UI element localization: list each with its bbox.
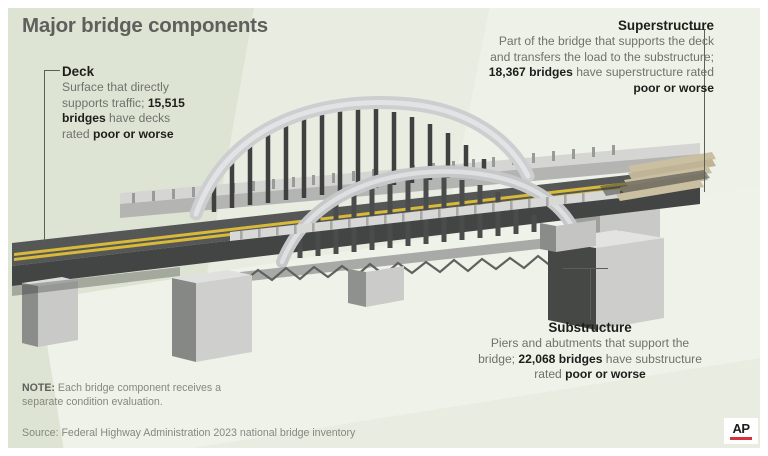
footnote-label: NOTE: bbox=[22, 382, 55, 394]
source-line: Source: Federal Highway Administration 2… bbox=[22, 427, 356, 439]
callout-substructure-heading: Substructure bbox=[548, 320, 632, 335]
callout-superstructure-rating: poor or worse bbox=[633, 80, 714, 95]
callout-substructure-line2c: have substructure bbox=[602, 351, 702, 366]
page-title: Major bridge components bbox=[22, 14, 268, 37]
callout-deck-rating: poor or worse bbox=[92, 126, 174, 141]
callout-superstructure: Superstructure Part of the bridge that s… bbox=[404, 18, 714, 96]
ap-logo-bar bbox=[730, 437, 752, 440]
callout-superstructure-stat: 18,367 bridges bbox=[488, 65, 573, 80]
callout-superstructure-line2: and transfers the load to the substructu… bbox=[490, 49, 714, 64]
callout-superstructure-line1: Part of the bridge that supports the dec… bbox=[498, 34, 714, 49]
frame-right bbox=[760, 0, 768, 456]
callout-substructure-rating: poor or worse bbox=[565, 367, 646, 382]
callout-substructure-body: Piers and abutments that support the bri… bbox=[478, 336, 702, 381]
callout-substructure-line1: Piers and abutments that support the bbox=[490, 336, 690, 351]
under-deck-truss bbox=[240, 230, 620, 282]
callout-deck-body: Surface that directly supports traffic; … bbox=[62, 80, 185, 140]
callout-deck-line3b: have decks bbox=[105, 111, 171, 126]
arch-rear bbox=[189, 95, 535, 221]
pier-group-near bbox=[22, 220, 664, 362]
leader-line-deck-vertical bbox=[44, 70, 46, 242]
callout-superstructure-line3b: have superstructure rated bbox=[572, 65, 714, 80]
footnote-line2: separate condition evaluation. bbox=[22, 396, 163, 408]
leader-line-substructure-vertical bbox=[590, 268, 592, 320]
callout-deck-line4a: rated bbox=[62, 126, 93, 141]
callout-substructure-line2a: bridge; bbox=[478, 351, 519, 366]
callout-deck-line2a: supports traffic; bbox=[62, 95, 148, 110]
callout-deck-stat: 15,515 bbox=[147, 95, 185, 110]
leader-line-superstructure-vertical bbox=[704, 29, 706, 192]
deck-shadow bbox=[12, 267, 180, 296]
ap-logo: AP bbox=[724, 418, 758, 444]
footnote: NOTE: Each bridge component receives a s… bbox=[22, 381, 272, 409]
callout-deck-line3a: bridges bbox=[62, 111, 106, 126]
callout-deck: Deck Surface that directly supports traf… bbox=[62, 64, 237, 142]
frame-top bbox=[0, 0, 768, 8]
callout-deck-line1: Surface that directly bbox=[62, 80, 169, 95]
callout-superstructure-body: Part of the bridge that supports the dec… bbox=[489, 34, 714, 94]
callout-deck-heading: Deck bbox=[62, 64, 95, 79]
frame-bottom bbox=[0, 448, 768, 456]
girder-beams bbox=[600, 152, 716, 201]
frame-left bbox=[0, 0, 8, 456]
leader-line-substructure-horizontal bbox=[563, 268, 608, 270]
footnote-line1: Each bridge component receives a bbox=[54, 382, 222, 394]
callout-substructure: Substructure Piers and abutments that su… bbox=[450, 320, 730, 383]
callout-substructure-stat: 22,068 bridges bbox=[518, 351, 603, 366]
ap-logo-text: AP bbox=[732, 421, 750, 436]
callout-substructure-line3a: rated bbox=[534, 367, 566, 382]
front-railing bbox=[230, 189, 620, 241]
leader-line-deck-horizontal bbox=[44, 70, 60, 72]
callout-superstructure-heading: Superstructure bbox=[618, 18, 714, 33]
leader-line-superstructure-horizontal bbox=[690, 29, 706, 31]
